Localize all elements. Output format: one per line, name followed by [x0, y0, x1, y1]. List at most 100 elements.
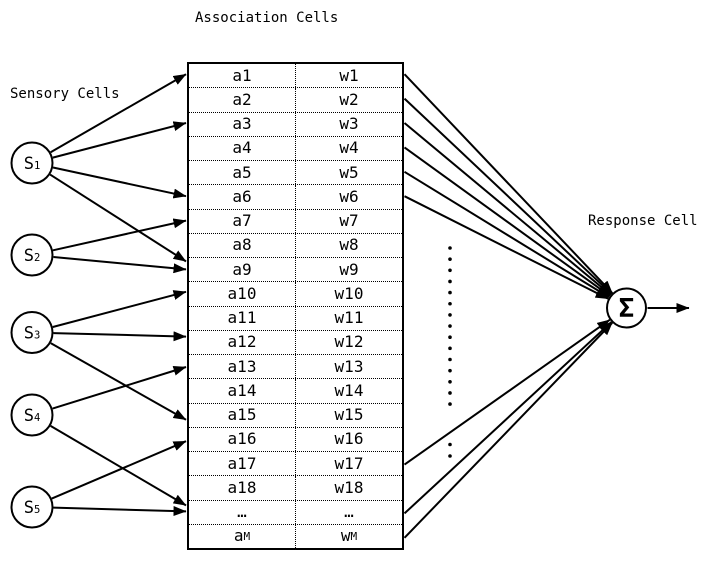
association-cell-a: a12	[227, 332, 257, 352]
association-cell-a: a6	[232, 186, 252, 206]
arrow-s2-to-row7	[52, 218, 187, 252]
association-cell-w: w18	[295, 476, 402, 500]
ellipsis-dot	[448, 368, 452, 373]
sensory-cell-label: S4	[24, 406, 41, 426]
association-row: a6 w6	[189, 185, 402, 210]
association-cell-w: w6	[295, 185, 402, 209]
association-cell-w: w5	[295, 161, 402, 185]
association-cells-label: Association Cells	[195, 10, 339, 26]
association-row: ……	[189, 500, 402, 525]
connection-arrows	[49, 73, 690, 539]
association-row: a9 w9	[189, 258, 402, 283]
arrow-s5-to-row16	[51, 440, 187, 500]
ellipsis-dot	[448, 335, 452, 340]
association-cell-w: w3	[295, 112, 402, 136]
association-cell-w: w15	[295, 403, 402, 427]
ellipsis-dot	[448, 257, 452, 261]
sensory-cell-s2	[10, 233, 54, 277]
arrow-row2-to-response	[403, 97, 613, 295]
arrow-row6-to-response	[404, 195, 609, 300]
arrow-row5-to-response	[403, 170, 610, 299]
association-row: a8 w8	[189, 233, 402, 258]
association-cell-a: a9	[232, 259, 252, 279]
arrow-s1-to-row6	[52, 166, 187, 199]
association-cell-a: a18	[227, 477, 257, 497]
ellipsis-dot	[448, 279, 452, 284]
ellipsis-dot	[448, 268, 452, 273]
sensory-cell-label: S1	[24, 154, 41, 174]
association-cell-a: a15	[227, 405, 257, 425]
arrow-s3-to-row10	[52, 290, 187, 328]
association-cell-a: a10	[227, 283, 257, 303]
arrow-row19-to-response	[403, 321, 613, 515]
association-cell-a: a17	[227, 453, 257, 473]
association-cell-w: w14	[295, 379, 402, 403]
association-cell-w: w11	[295, 306, 402, 330]
ellipsis-dot	[448, 246, 452, 250]
sigma-symbol: Σ	[619, 294, 635, 324]
arrow-s1-to-row3	[52, 121, 187, 159]
sensory-cells-label: Sensory Cells	[10, 86, 120, 102]
association-cell-w: w8	[295, 233, 402, 257]
arrow-row1-to-response	[403, 73, 614, 294]
association-row: a15 w15	[189, 403, 402, 428]
association-cell-a: a14	[227, 380, 257, 400]
association-row: a4 w4	[189, 136, 402, 161]
association-row: a3 w3	[189, 112, 402, 137]
response-cell-node	[606, 287, 647, 329]
association-cell-w: w10	[295, 282, 402, 306]
association-row: a1 w1	[189, 64, 402, 89]
ellipsis-dot	[448, 313, 452, 317]
ellipsis-dot	[448, 357, 452, 362]
arrow-s1-to-row9	[49, 173, 187, 263]
association-cell-a: a5	[232, 162, 252, 182]
association-cell-a: …	[237, 502, 247, 522]
ellipsis-dot	[448, 324, 452, 328]
arrow-s5-to-row19	[53, 506, 187, 517]
association-cell-w: w9	[295, 258, 402, 282]
association-row: a10 w10	[189, 282, 402, 307]
response-cell-label: Response Cell	[588, 213, 698, 229]
association-cell-a: a1	[232, 65, 252, 85]
ellipsis-dot	[448, 290, 452, 295]
association-cell-w: w7	[295, 209, 402, 233]
association-cell-a: a3	[232, 114, 252, 134]
sensory-cell-s3	[10, 311, 54, 354]
ellipsis-dot	[448, 346, 452, 351]
arrow-s3-to-row12	[53, 331, 187, 342]
association-cell-a: a11	[227, 308, 257, 328]
association-cell-a: a8	[232, 235, 252, 255]
association-cell-w: w2	[295, 88, 402, 112]
sensory-cell-s4	[10, 393, 54, 437]
sensory-cell-s5	[10, 485, 54, 529]
association-cell-w: w1	[295, 64, 402, 88]
association-row: a17 w17	[189, 452, 402, 477]
association-row: a5 w5	[189, 161, 402, 186]
arrow-row17-to-response	[403, 318, 611, 466]
arrow-row3-to-response	[403, 122, 612, 296]
association-cell-w: …	[295, 500, 402, 524]
sensory-cell-label: S2	[24, 246, 41, 266]
ellipsis-dot	[448, 402, 452, 406]
sensory-cell-label: S3	[24, 324, 41, 344]
arrow-row20-to-response	[403, 322, 613, 539]
arrow-s3-to-row15	[50, 342, 187, 421]
association-row: a14 w14	[189, 379, 402, 404]
association-cell-a: a7	[232, 211, 252, 231]
association-cell-w: w13	[295, 355, 402, 379]
arrow-row4-to-response	[403, 146, 611, 297]
association-cell-a: a4	[232, 138, 252, 158]
association-cell-w: w4	[295, 136, 402, 160]
ellipsis-dot	[448, 442, 452, 447]
association-row: a18 w18	[189, 476, 402, 501]
association-cell-w: w17	[295, 452, 402, 476]
